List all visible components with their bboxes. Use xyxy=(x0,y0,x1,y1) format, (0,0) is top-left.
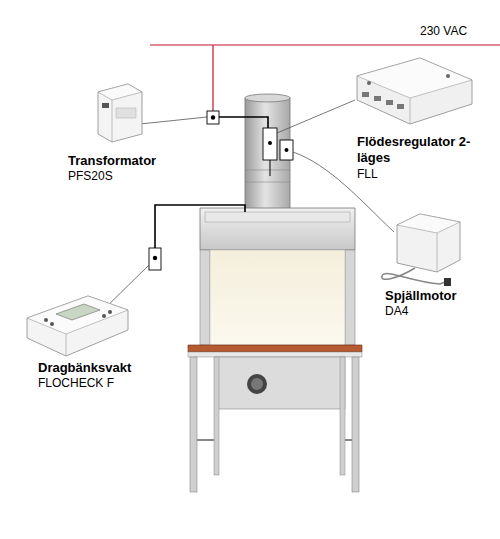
control-wire xyxy=(219,117,268,128)
junction-box xyxy=(149,248,161,270)
device-name: Transformator xyxy=(68,153,156,169)
illustration-part xyxy=(98,84,142,100)
illustration-part xyxy=(66,334,67,356)
illustration-part xyxy=(112,100,113,142)
illustration-part xyxy=(188,345,362,352)
leader-line xyxy=(277,100,355,133)
illustration-part xyxy=(251,378,263,390)
model-code: DA4 xyxy=(385,304,457,319)
illustration-part xyxy=(197,439,214,441)
illustration-part xyxy=(410,98,411,124)
illustration-part xyxy=(210,250,345,345)
fume-hood xyxy=(188,208,362,492)
junction-dot xyxy=(268,141,272,145)
illustration-part xyxy=(345,439,352,441)
leader-line xyxy=(140,117,207,124)
illustration-part xyxy=(357,58,472,98)
illustration-part xyxy=(200,250,210,345)
hood-monitor-label: DragbänksvaktFLOCHECK F xyxy=(38,360,131,391)
illustration-part xyxy=(247,374,267,394)
junction-box xyxy=(207,111,219,124)
illustration-part xyxy=(386,100,393,105)
illustration-part xyxy=(108,310,112,314)
illustration-part xyxy=(50,322,54,326)
illustration-part xyxy=(367,81,371,85)
control-wire xyxy=(155,205,245,248)
model-code: FLL xyxy=(357,167,475,182)
damper-motor-device xyxy=(382,214,460,286)
illustration-part xyxy=(245,182,290,183)
flow-regulator-device xyxy=(357,58,472,124)
mains-line xyxy=(150,44,500,45)
illustration-part xyxy=(214,357,219,475)
illustration-part xyxy=(437,233,438,272)
illustration-part xyxy=(362,92,369,97)
illustration-part xyxy=(116,108,136,118)
mains-drop xyxy=(212,45,213,111)
illustration-part xyxy=(397,214,460,233)
hood-monitor-device xyxy=(27,296,128,356)
illustration-part xyxy=(444,278,451,286)
illustration-part xyxy=(205,212,350,222)
illustration-part xyxy=(190,357,197,492)
transformer-device xyxy=(98,84,142,142)
illustration-part xyxy=(102,103,109,108)
junction-dot xyxy=(153,256,157,260)
regulator-mount xyxy=(263,128,277,160)
illustration-part xyxy=(56,304,100,320)
illustration-part xyxy=(245,94,290,102)
damper-motor-label: SpjällmotorDA4 xyxy=(385,288,457,319)
illustration-part xyxy=(245,170,290,171)
illustration-part xyxy=(374,96,381,101)
model-code: FLOCHECK F xyxy=(38,376,131,391)
illustration-part xyxy=(188,352,362,357)
device-name: Flödesregulator 2-läges xyxy=(357,134,475,167)
illustration-part xyxy=(352,357,359,492)
illustration-part xyxy=(27,296,128,356)
illustration-part xyxy=(382,268,445,284)
flow-regulator-label: Flödesregulator 2-lägesFLL xyxy=(357,134,475,182)
junction-dot xyxy=(285,148,289,152)
illustration-part xyxy=(397,104,404,109)
device-name: Spjällmotor xyxy=(385,288,457,304)
transformer-label: TransformatorPFS20S xyxy=(68,153,156,184)
illustration-part xyxy=(397,214,460,272)
sensor-stub xyxy=(270,160,271,176)
illustration-part xyxy=(357,58,472,124)
motor-mount xyxy=(280,140,293,160)
illustration-part xyxy=(98,84,142,142)
illustration-part xyxy=(44,318,48,322)
junction-dot xyxy=(211,115,215,119)
illustration-part xyxy=(446,74,450,78)
illustration-part xyxy=(215,357,345,409)
illustration-part xyxy=(340,357,345,475)
illustration-part xyxy=(200,208,355,250)
model-code: PFS20S xyxy=(68,169,156,184)
illustration-part xyxy=(27,296,128,334)
illustration-part xyxy=(345,250,355,345)
device-name: Dragbänksvakt xyxy=(38,360,131,376)
illustration-part xyxy=(102,314,106,318)
voltage-label: 230 VAC xyxy=(420,24,467,38)
